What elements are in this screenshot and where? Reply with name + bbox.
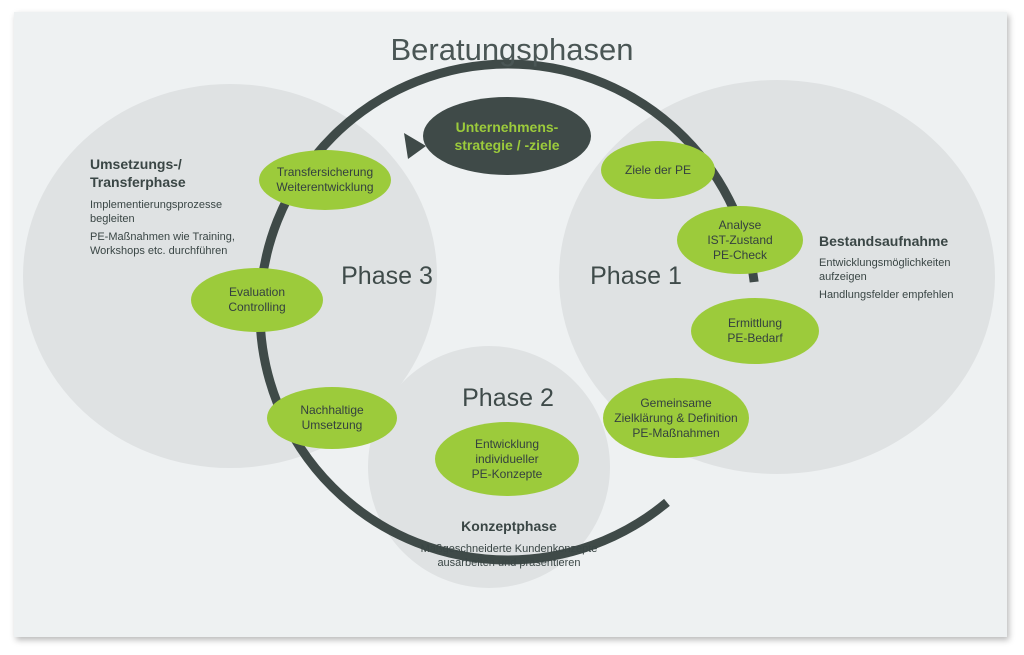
umsetzung-block: Umsetzungs-/ Transferphase Implementieru…: [90, 155, 280, 258]
bestandsaufnahme-text-1: Entwicklungsmöglichkeiten aufzeigen: [819, 257, 951, 283]
node-entwicklung-shape: [435, 422, 579, 496]
node-analyse-shape: [677, 206, 803, 274]
node-transfer-label: Transfersicherung Weiterentwicklung: [276, 165, 374, 194]
bestandsaufnahme-block: Bestandsaufnahme Entwicklungsmöglichkeit…: [819, 232, 989, 302]
node-evaluation-shape: [191, 268, 323, 332]
node-gemeinsame-label: Gemeinsame Zielklärung & Definition PE-M…: [614, 395, 738, 440]
phase-1-label: Phase 1: [590, 262, 682, 290]
node-nachhaltige-label: Nachhaltige Umsetzung: [300, 403, 364, 432]
phase-2-label: Phase 2: [462, 384, 554, 412]
node-ermittlung-label: Ermittlung PE-Bedarf: [727, 316, 783, 345]
konzeptphase-title: Konzeptphase: [461, 518, 557, 534]
diagram-title: Beratungsphasen: [390, 32, 634, 67]
node-ziele-label: Ziele der PE: [624, 162, 692, 177]
bestandsaufnahme-text-2: Handlungsfelder empfehlen: [819, 289, 954, 301]
node-ziele-shape: [601, 141, 715, 199]
node-center-label: Unternehmens- strategie / -ziele: [454, 119, 560, 153]
umsetzung-text-1: Implementierungsprozesse begleiten: [90, 199, 223, 225]
umsetzung-title: Umsetzungs-/ Transferphase: [90, 156, 186, 190]
node-transfer-shape: [259, 150, 391, 210]
node-analyse-label: Analyse IST-Zustand PE-Check: [707, 217, 773, 262]
bestandsaufnahme-title: Bestandsaufnahme: [819, 233, 949, 249]
cycle-arrow-head: [404, 133, 426, 159]
node-nachhaltige-shape: [267, 387, 397, 449]
center-node-shape: [423, 97, 591, 175]
konzeptphase-block: Konzeptphase Maßgeschneiderte Kundenkonz…: [384, 517, 634, 570]
umsetzung-text-2: PE-Maßnahmen wie Training, Workshops etc…: [90, 231, 235, 257]
node-entwicklung-label: Entwicklung individueller PE-Konzepte: [471, 436, 543, 481]
node-gemeinsame-shape: [603, 378, 749, 458]
konzeptphase-text-1: Maßgeschneiderte Kundenkonzepte ausarbei…: [420, 543, 598, 569]
node-ermittlung-shape: [691, 298, 819, 364]
phase-3-label: Phase 3: [341, 262, 433, 290]
node-evaluation-label: Evaluation Controlling: [228, 285, 286, 314]
